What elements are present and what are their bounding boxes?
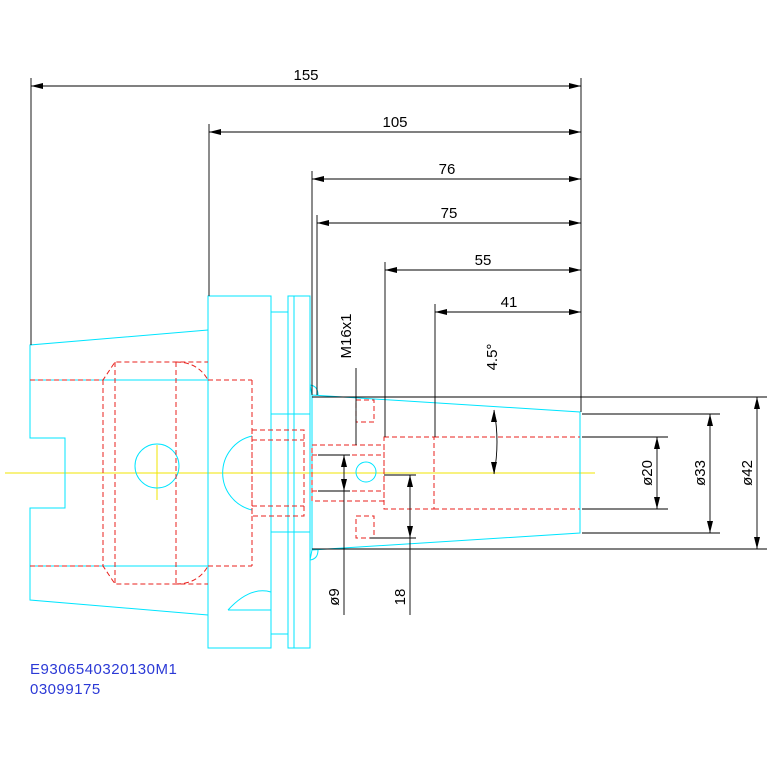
dim-41-label: 41	[501, 294, 518, 311]
dim-dia33-label: ø33	[692, 460, 709, 486]
dim-dia42-label: ø42	[739, 460, 756, 486]
dim-18-label: 18	[392, 589, 409, 606]
dim-dia9-label: ø9	[326, 588, 343, 606]
dim-75-label: 75	[441, 205, 458, 222]
part-code-line2: 03099175	[30, 681, 101, 698]
dim-76-label: 76	[439, 161, 456, 178]
dim-angle-label: 4.5°	[484, 344, 501, 371]
arrowheads	[31, 83, 760, 549]
dim-155-label: 155	[293, 67, 318, 84]
dim-dia20-label: ø20	[639, 460, 656, 486]
part-code-line1: E9306540320130M1	[30, 661, 178, 678]
dim-105-label: 105	[382, 114, 407, 131]
dimension-lines	[30, 78, 767, 615]
dim-55-label: 55	[475, 252, 492, 269]
dim-thread-label: M16x1	[338, 313, 355, 358]
